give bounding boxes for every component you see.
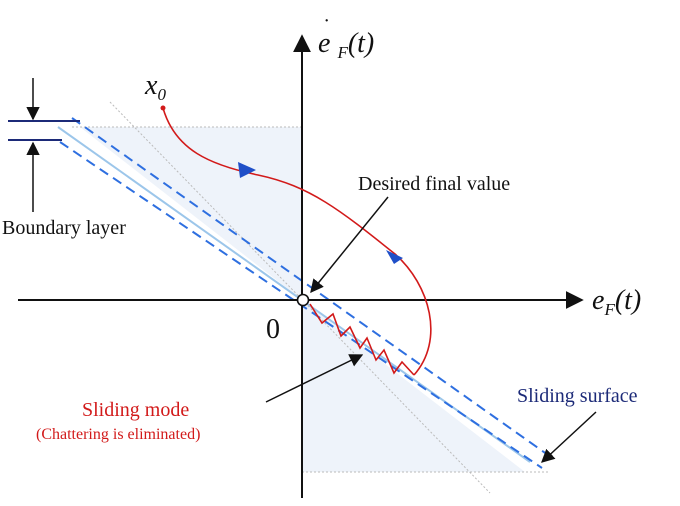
boundary-layer-label: Boundary layer	[2, 217, 126, 239]
sliding-surface-label: Sliding surface	[517, 385, 638, 407]
initial-state-point	[160, 105, 166, 111]
y-axis-label: ˙ e F(t)	[318, 14, 375, 62]
lower-shaded-region	[302, 300, 525, 472]
upper-shaded-region	[80, 127, 302, 300]
state-trajectory	[162, 107, 432, 376]
x-axis-label: eF(t)	[592, 285, 642, 319]
desired-final-value-label: Desired final value	[358, 173, 511, 195]
trajectory-arrowhead-1	[238, 162, 256, 178]
origin-circle	[296, 293, 310, 307]
sliding-surface-arrow	[541, 411, 597, 463]
boundary-upper-dashed	[71, 117, 549, 456]
sliding-mode-arrow	[265, 354, 364, 403]
trajectory-arrowhead-2	[386, 250, 403, 264]
sliding-mode-label: Sliding mode	[82, 399, 190, 421]
x0-label: x0	[145, 70, 166, 104]
origin-label: 0	[266, 314, 280, 345]
desired-value-arrow	[310, 196, 389, 294]
chattering-zigzag	[309, 303, 415, 376]
sliding-mode-note: (Chattering is eliminated)	[36, 426, 201, 443]
